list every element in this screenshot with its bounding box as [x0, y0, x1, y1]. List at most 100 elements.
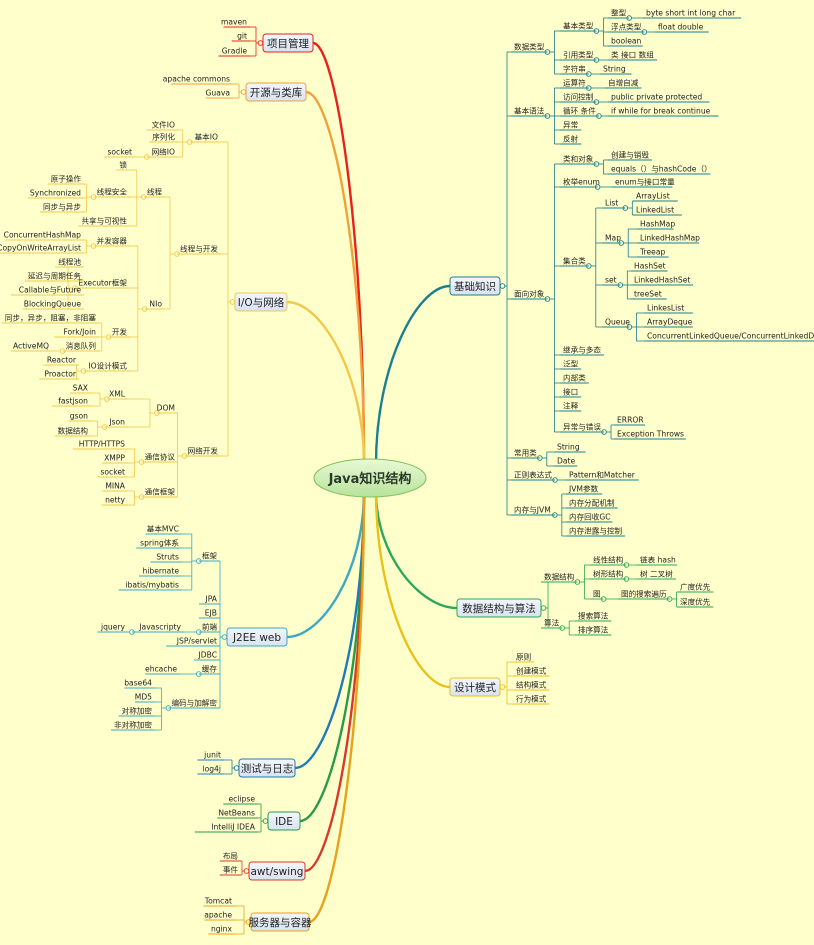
node-通信框架[interactable]: 通信框架 — [141, 487, 178, 498]
node-线程[interactable]: 线程 — [143, 187, 165, 198]
node-nginx[interactable]: nginx — [208, 925, 235, 935]
node-泛型[interactable]: 泛型 — [560, 359, 582, 370]
node-原子操作[interactable]: 原子操作 — [47, 174, 84, 185]
branch-node-j2ee-web[interactable]: J2EE web — [226, 627, 288, 647]
node-结构模式[interactable]: 结构模式 — [513, 680, 550, 691]
node-原则[interactable]: 原则 — [513, 653, 535, 663]
node-io设计模式[interactable]: IO设计模式 — [83, 361, 130, 372]
node-内存与jvm[interactable]: 内存与JVM — [511, 505, 555, 516]
node-reactor[interactable]: Reactor — [43, 356, 79, 366]
node-linkedlist[interactable]: LinkedList — [633, 206, 682, 216]
node-基本mvc[interactable]: 基本MVC — [145, 524, 182, 535]
node-并发容器[interactable]: 并发容器 — [93, 236, 130, 247]
node-apache[interactable]: apache — [204, 911, 235, 921]
node-类-接口-数组[interactable]: 类 接口 数组 — [608, 50, 658, 61]
node-消息队列[interactable]: 消息队列 — [62, 341, 99, 352]
node-string[interactable]: String — [600, 65, 632, 75]
node-异常[interactable]: 异常 — [560, 121, 582, 131]
branch-node-项目管理[interactable]: 项目管理 — [262, 33, 314, 53]
node-base64[interactable]: base64 — [124, 679, 155, 689]
node-dom[interactable]: DOM — [157, 404, 178, 414]
node-jpa[interactable]: JPA — [198, 595, 220, 605]
node-反射[interactable]: 反射 — [560, 134, 582, 145]
node-hashset[interactable]: HashSet — [631, 262, 668, 272]
node-md5[interactable]: MD5 — [135, 693, 155, 703]
node-类和对象[interactable]: 类和对象 — [560, 154, 597, 165]
node-共享与可视性[interactable]: 共享与可视性 — [78, 216, 130, 227]
node-concurrentlinkedqueue-concurrentlinkeddeque[interactable]: ConcurrentLinkedQueue/ConcurrentLinkedDe… — [644, 332, 814, 342]
branch-node-数据结构与算法[interactable]: 数据结构与算法 — [456, 598, 542, 618]
node-blockingqueue[interactable]: BlockingQueue — [22, 300, 84, 310]
node-循环-条件[interactable]: 循环 条件 — [560, 106, 599, 117]
node-synchronized[interactable]: Synchronized — [27, 189, 84, 199]
node-gradle[interactable]: Gradle — [218, 47, 250, 57]
node-boolean[interactable]: boolean — [608, 37, 643, 47]
node-proactor[interactable]: Proactor — [39, 370, 79, 380]
node-linkedhashmap[interactable]: LinkedHashMap — [637, 234, 700, 244]
node-apache-commons[interactable]: apache commons — [163, 75, 233, 85]
node-list[interactable]: List — [602, 199, 626, 209]
node-树形结构[interactable]: 树形结构 — [590, 569, 627, 580]
node-ibatis-mybatis[interactable]: ibatis/mybatis — [118, 581, 182, 591]
node-集合类[interactable]: 集合类 — [560, 256, 589, 267]
node-byte-short-int-long-char[interactable]: byte short int long char — [643, 9, 742, 19]
node-内部类[interactable]: 内部类 — [560, 373, 589, 384]
node-nio[interactable]: NIo — [144, 300, 165, 310]
node-guava[interactable]: Guava — [206, 89, 234, 99]
node-date[interactable]: Date — [554, 457, 578, 467]
node-线程与开发[interactable]: 线程与开发 — [177, 244, 221, 255]
node-jdbc[interactable]: JDBC — [193, 651, 220, 661]
node-网络io[interactable]: 网络IO — [146, 147, 178, 158]
node-继承与多态[interactable]: 继承与多态 — [560, 345, 604, 356]
root-node[interactable]: Java知识结构 — [313, 458, 427, 498]
node-pattern和matcher[interactable]: Pattern和Matcher — [566, 471, 639, 481]
node-图[interactable]: 图 — [590, 590, 604, 600]
node-线性结构[interactable]: 线性结构 — [590, 555, 627, 566]
branch-node-基础知识[interactable]: 基础知识 — [449, 276, 501, 296]
node-sax[interactable]: SAX — [69, 384, 91, 394]
node-编码与加解密[interactable]: 编码与加解密 — [168, 698, 220, 709]
branch-node-设计模式[interactable]: 设计模式 — [449, 677, 501, 697]
node-eclipse[interactable]: eclipse — [223, 795, 258, 805]
node-面向对象[interactable]: 面向对象 — [511, 289, 548, 300]
node-算法[interactable]: 算法 — [541, 618, 563, 629]
node-linkeslist[interactable]: LinkesList — [644, 304, 693, 314]
node-maven[interactable]: maven — [221, 18, 250, 28]
node-socket[interactable]: socket — [97, 468, 128, 478]
node-正则表达式[interactable]: 正则表达式 — [511, 470, 555, 481]
node-mina[interactable]: MINA — [101, 482, 128, 492]
node-git[interactable]: git — [231, 32, 250, 42]
node-enum与接口常量[interactable]: enum与接口常量 — [612, 177, 675, 188]
node-异常与错误[interactable]: 异常与错误 — [560, 422, 604, 433]
node-ehcache[interactable]: ehcache — [145, 665, 180, 675]
node-深度优先[interactable]: 深度优先 — [677, 597, 714, 608]
node-set[interactable]: set — [602, 276, 621, 286]
node-通信协议[interactable]: 通信协议 — [141, 452, 178, 463]
branch-node-ide[interactable]: IDE — [267, 811, 301, 831]
node-queue[interactable]: Queue — [602, 318, 630, 328]
node-javascripty[interactable]: Javascripty — [131, 623, 184, 633]
node-缓存[interactable]: 缓存 — [198, 664, 220, 675]
branch-node-i-o与网络[interactable]: I/O与网络 — [234, 292, 288, 312]
node-锁[interactable]: 锁 — [116, 160, 130, 171]
node-float-double[interactable]: float double — [655, 23, 709, 33]
node-callable与future[interactable]: Callable与Future — [11, 286, 84, 296]
node-linkedhashset[interactable]: LinkedHashSet — [631, 276, 694, 286]
node-基本语法[interactable]: 基本语法 — [511, 106, 548, 117]
node-引用类型[interactable]: 引用类型 — [560, 50, 597, 61]
node-gson[interactable]: gson — [68, 412, 91, 422]
node-socket[interactable]: socket — [104, 148, 135, 158]
node-arraydeque[interactable]: ArrayDeque — [644, 318, 693, 328]
node-intellij-idea[interactable]: IntelliJ IDEA — [194, 823, 258, 833]
node-开发[interactable]: 开发 — [108, 327, 130, 338]
node-xmpp[interactable]: XMPP — [101, 454, 128, 464]
node-图的搜索遍历[interactable]: 图的搜索遍历 — [618, 589, 670, 600]
node-fork-join[interactable]: Fork/Join — [54, 328, 99, 338]
node-hashmap[interactable]: HashMap — [637, 220, 675, 230]
node-内存分配机制[interactable]: 内存分配机制 — [566, 498, 618, 509]
node-文件io[interactable]: 文件IO — [146, 120, 178, 131]
node-spring体系[interactable]: spring体系 — [136, 538, 182, 549]
node-ejb[interactable]: EJB — [198, 609, 220, 619]
node-jsp-servlet[interactable]: JSP/servlet — [166, 637, 220, 647]
node-搜索算法[interactable]: 搜索算法 — [575, 611, 612, 622]
